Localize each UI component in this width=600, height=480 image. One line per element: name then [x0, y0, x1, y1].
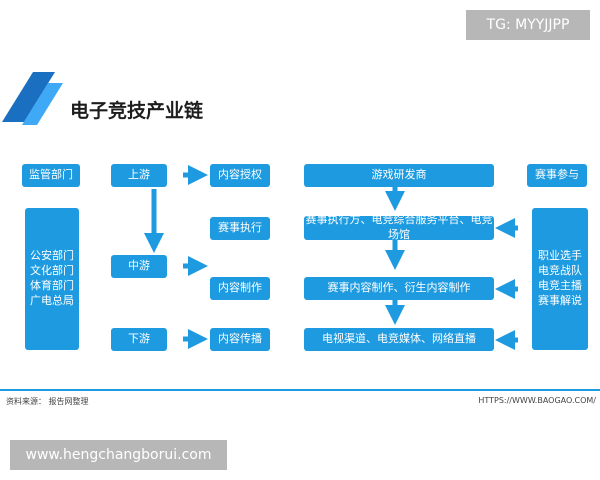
source-url: HTTPS://WWW.BAOGAO.COM/ [478, 396, 596, 405]
regulator-item: 文化部门 [30, 264, 74, 278]
participants-list: 职业选手 电竞战队 电竞主播 赛事解说 [532, 208, 588, 350]
center-organizers: 赛事执行方、电竞综合服务平台、电竞场馆 [304, 213, 494, 241]
content-production: 内容制作 [210, 277, 270, 300]
footer-divider [0, 389, 600, 391]
regulator-item: 公安部门 [30, 249, 74, 263]
center-content: 赛事内容制作、衍生内容制作 [304, 277, 494, 300]
logo-slash-light [22, 83, 63, 125]
participant-item: 电竞主播 [538, 279, 582, 292]
content-event-execution: 赛事执行 [210, 217, 270, 240]
content-licensing: 内容授权 [210, 164, 270, 187]
regulator-item: 广电总局 [30, 293, 74, 307]
participant-item: 赛事解说 [538, 293, 582, 307]
logo-slash-icon [2, 72, 63, 125]
participant-item: 职业选手 [538, 249, 582, 263]
content-distribution: 内容传播 [210, 328, 270, 351]
stage-upstream: 上游 [111, 164, 167, 187]
center-developers: 游戏研发商 [304, 164, 494, 187]
participant-item: 电竞战队 [538, 264, 582, 278]
source-note: 资料来源： 报告网整理 [6, 397, 89, 406]
regulator-header: 监管部门 [22, 164, 80, 187]
center-channels: 电视渠道、电竞媒体、网络直播 [304, 328, 494, 351]
stage-downstream: 下游 [111, 328, 167, 351]
logo-slash-dark [2, 72, 55, 122]
flow-arrows [144, 165, 518, 350]
tg-watermark: TG: MYYJJPP [466, 10, 590, 40]
regulator-item: 体育部门 [30, 279, 74, 292]
regulator-list: 公安部门 文化部门 体育部门 广电总局 [25, 208, 79, 350]
stage-midstream: 中游 [111, 255, 167, 278]
site-watermark: www.hengchangborui.com [10, 440, 227, 470]
participants-header: 赛事参与 [527, 164, 587, 187]
page-title: 电子竞技产业链 [70, 100, 204, 122]
